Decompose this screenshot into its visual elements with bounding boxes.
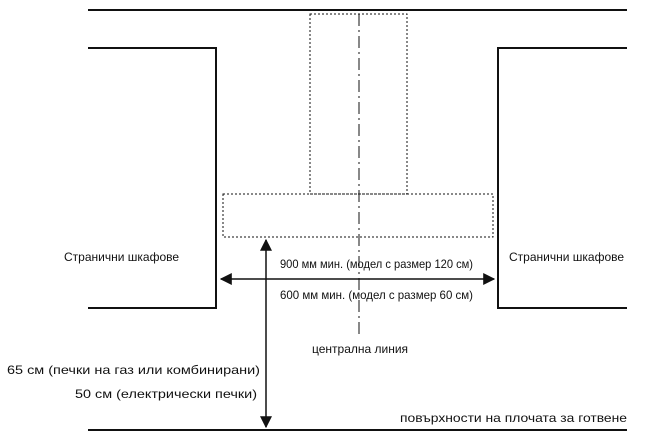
height-electric-label: 50 см (електрически печки): [75, 387, 257, 401]
right-cabinet-outline: [497, 47, 627, 309]
width-60-label: 600 мм мин. (модел с размер 60 см): [280, 288, 473, 302]
side-cabinets-left-label: Странични шкафове: [64, 250, 179, 264]
cooktop-surface-label: повърхности на плочата за готвене: [400, 411, 627, 425]
width-120-label: 900 мм мин. (модел с размер 120 см): [280, 257, 473, 271]
left-cabinet-outline: [88, 47, 217, 309]
centre-line-label: централна линия: [312, 342, 408, 356]
height-gas-label: 65 см (печки на газ или комбинирани): [7, 363, 260, 377]
hood-canopy-outline: [222, 193, 494, 238]
side-cabinets-right-label: Странични шкафове: [509, 250, 624, 264]
